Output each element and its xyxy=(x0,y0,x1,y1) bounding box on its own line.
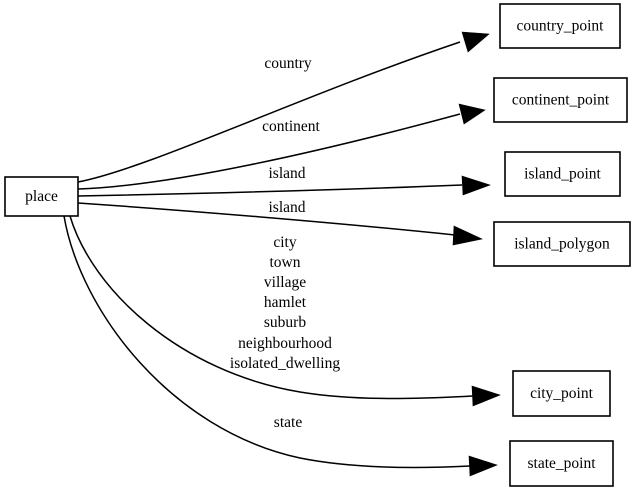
node-island-polygon[interactable]: island_polygon xyxy=(493,221,631,267)
edge-place-to-country-point xyxy=(77,31,490,183)
node-city-point[interactable]: city_point xyxy=(512,370,611,417)
edge-line xyxy=(63,215,471,469)
edge-label-island-point: island xyxy=(268,165,305,182)
edge-line xyxy=(69,215,474,400)
arrowhead-icon xyxy=(461,175,491,196)
node-state-point-label: state_point xyxy=(527,455,596,472)
edge-label-state: state xyxy=(274,414,303,431)
edge-label-island-polygon: island xyxy=(268,199,305,216)
arrowhead-icon xyxy=(458,103,486,125)
node-city-point-box[interactable] xyxy=(512,370,611,417)
node-continent-point[interactable]: continent_point xyxy=(493,77,628,123)
edge-label-country: country xyxy=(264,55,312,72)
arrowhead-icon xyxy=(468,455,498,477)
edge-line xyxy=(77,184,463,197)
edge-label-city-line-5: suburb xyxy=(264,314,306,331)
edge-label-city-line-4: hamlet xyxy=(264,294,307,311)
node-country-point-label: country_point xyxy=(517,18,605,35)
edge-place-to-city-point xyxy=(69,215,501,407)
node-place-label: place xyxy=(25,188,58,205)
node-state-point-box[interactable] xyxy=(509,440,614,487)
edge-place-to-continent-point xyxy=(77,103,486,190)
node-island-point-label: island_point xyxy=(524,166,601,183)
edge-line xyxy=(77,113,461,190)
edge-label-city-line-7: isolated_dwelling xyxy=(230,355,340,372)
node-continent-point-label: continent_point xyxy=(512,92,610,109)
edge-place-to-island-point xyxy=(77,175,491,197)
edge-place-to-island-polygon xyxy=(77,202,483,246)
edge-label-city-line-1: city xyxy=(273,234,296,251)
edge-label-city-line-6: neighbourhood xyxy=(238,335,332,352)
edge-line xyxy=(77,41,461,183)
edge-label-city-point: city town village hamlet suburb neighbou… xyxy=(230,234,340,372)
edge-label-city-line-2: town xyxy=(270,254,301,271)
node-island-point[interactable]: island_point xyxy=(504,151,621,197)
arrowhead-icon xyxy=(452,225,483,246)
node-island-polygon-box[interactable] xyxy=(493,221,631,267)
node-country-point-box[interactable] xyxy=(499,3,621,49)
edge-line xyxy=(77,202,456,236)
node-place[interactable]: place xyxy=(4,176,79,217)
node-continent-point-box[interactable] xyxy=(493,77,628,123)
arrowhead-icon xyxy=(461,31,490,53)
node-island-point-box[interactable] xyxy=(504,151,621,197)
edge-place-to-state-point xyxy=(63,215,498,477)
node-place-box[interactable] xyxy=(4,176,79,217)
node-island-polygon-label: island_polygon xyxy=(514,236,610,253)
node-country-point[interactable]: country_point xyxy=(499,3,621,49)
node-city-point-label: city_point xyxy=(530,385,594,402)
arrowhead-icon xyxy=(471,385,501,407)
edge-label-city-line-3: village xyxy=(264,274,306,291)
edge-label-continent: continent xyxy=(262,118,320,135)
node-state-point[interactable]: state_point xyxy=(509,440,614,487)
